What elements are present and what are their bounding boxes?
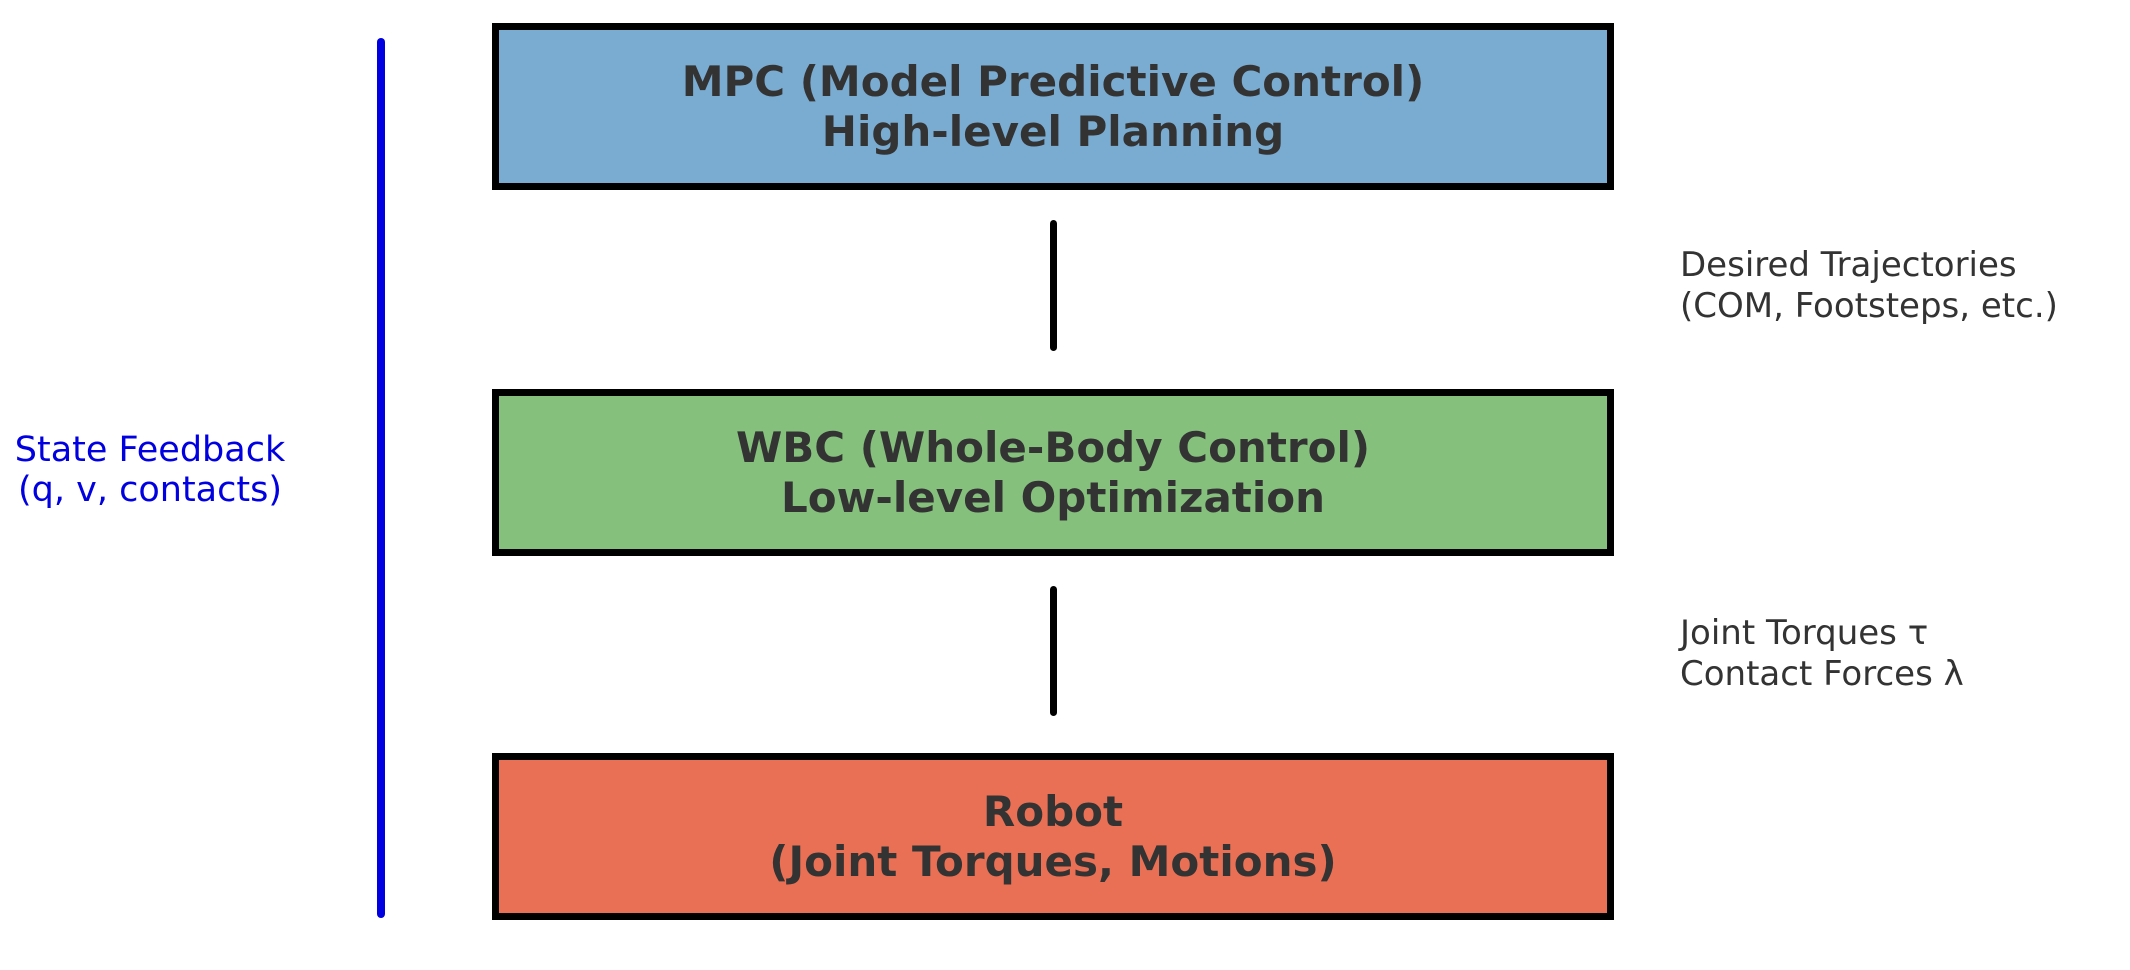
wbc-box-subtitle: Low-level Optimization: [780, 472, 1326, 522]
wbc-box: WBC (Whole-Body Control) Low-level Optim…: [492, 389, 1614, 556]
mpc-box-subtitle: High-level Planning: [821, 106, 1285, 156]
wbc-box-title: WBC (Whole-Body Control): [735, 422, 1371, 472]
robot-box-subtitle: (Joint Torques, Motions): [769, 836, 1337, 886]
joint-torques-label-line2: Contact Forces λ: [1680, 654, 1964, 694]
mpc-box: MPC (Model Predictive Control) High-leve…: [492, 23, 1614, 190]
joint-torques-label-line1: Joint Torques τ: [1680, 613, 1929, 653]
state-feedback-label: State Feedback (q, v, contacts): [0, 430, 300, 510]
wbc-to-robot-connector: [1050, 586, 1057, 716]
mpc-to-wbc-connector: [1050, 220, 1057, 351]
desired-trajectories-label-line2: (COM, Footsteps, etc.): [1680, 286, 2058, 326]
state-feedback-line: [377, 38, 385, 918]
desired-trajectories-label: Desired Trajectories (COM, Footsteps, et…: [1680, 245, 2058, 327]
state-feedback-label-line2: (q, v, contacts): [18, 470, 282, 510]
state-feedback-label-line1: State Feedback: [14, 430, 286, 470]
desired-trajectories-label-line1: Desired Trajectories: [1680, 245, 2017, 285]
mpc-box-title: MPC (Model Predictive Control): [681, 56, 1425, 106]
robot-box-title: Robot: [982, 786, 1124, 836]
joint-torques-label: Joint Torques τ Contact Forces λ: [1680, 613, 1964, 695]
robot-box: Robot (Joint Torques, Motions): [492, 753, 1614, 920]
